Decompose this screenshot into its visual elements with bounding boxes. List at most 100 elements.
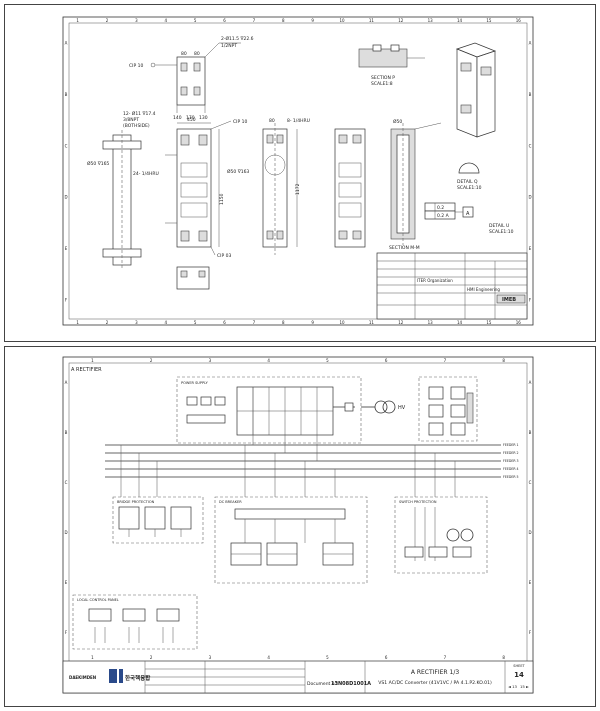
tolerance-value-1: 0.2 (437, 205, 444, 211)
right-side-view (334, 128, 366, 248)
mechanical-drawing-svg: 1122334455667788991010111112121313141415… (62, 16, 534, 326)
border-number-top: 1 (76, 18, 79, 23)
feeder-label: FEEDER 1 (503, 443, 519, 447)
section-p-view (358, 44, 425, 68)
border-number-bottom: 10 (340, 320, 346, 325)
row-letter-left: E (65, 580, 68, 585)
dim-hole-spec2: 12- Ø11 ∇17.4 (123, 110, 156, 117)
switch-protection-label: SWITCH PROTECTION (399, 500, 437, 504)
border-number-top: 14 (457, 18, 463, 23)
border-number-bottom: 9 (311, 320, 314, 325)
local-control-label: LOCAL CONTROL PANEL (77, 598, 119, 602)
logo-korean: 한국핵융합 (125, 674, 150, 682)
border-number-top: 12 (398, 18, 404, 23)
column-number-bottom: 2 (150, 655, 153, 660)
border-letter-left: F (65, 297, 68, 302)
border-number-top: 2 (106, 18, 109, 23)
dc-breaker-label: DC BREAKER (219, 500, 242, 504)
detail-u-title: DETAIL U (489, 223, 509, 229)
left-side-view (102, 130, 142, 270)
column-number-bottom: 3 (209, 655, 212, 660)
isometric-view (455, 42, 497, 138)
section-mm-view (390, 122, 442, 245)
tolerance-frame (424, 202, 474, 220)
dim-hole-spec: 2-Ø11.5 ∇22.6 (221, 35, 254, 42)
sheet-nav-prev[interactable]: ◄ 13 (508, 684, 518, 689)
row-letter-left: D (64, 530, 67, 535)
border-number-top: 11 (369, 18, 375, 23)
row-letter-right: E (529, 580, 532, 585)
border-number-top: 7 (253, 18, 256, 23)
row-letter-right: A (529, 380, 532, 385)
tolerance-value-2: 0.2 A (437, 213, 450, 219)
row-letter-left: F (65, 630, 68, 635)
column-number-bottom: 5 (326, 655, 329, 660)
dim-1150: 1150 (219, 193, 225, 205)
border-number-bottom: 7 (253, 320, 256, 325)
column-number-bottom: 7 (444, 655, 447, 660)
border-number-top: 16 (516, 18, 522, 23)
dim-24hru: 24- 1/4HRU (133, 171, 159, 177)
document-label: Document n°: (307, 681, 338, 687)
feeder-label: FEEDER 2 (503, 451, 519, 455)
drawing-frame (62, 16, 534, 326)
column-number-top: 6 (385, 358, 388, 363)
border-letter-right: C (529, 143, 532, 148)
column-number-bottom: 6 (385, 655, 388, 660)
row-letter-left: C (65, 480, 68, 485)
dim-130: 130 (199, 115, 208, 121)
hv-label: HV (398, 405, 406, 411)
power-supply-label: POWER SUPPLY (181, 381, 209, 385)
document-number: 13N08D1001A (331, 681, 371, 687)
border-number-bottom: 13 (428, 320, 434, 325)
border-letter-left: A (65, 41, 68, 46)
border-number-top: 3 (135, 18, 138, 23)
bridge-protection-label: BRIDGE PROTECTION (117, 500, 155, 504)
sheet-nav-next[interactable]: 15 ► (520, 684, 529, 689)
switch-protection-block (394, 496, 488, 574)
row-letter-right: D (528, 530, 531, 535)
dim-80b: 80 (194, 51, 200, 57)
column-number-top: 8 (502, 358, 505, 363)
border-number-bottom: 8 (282, 320, 285, 325)
border-number-bottom: 6 (223, 320, 226, 325)
column-number-top: 7 (444, 358, 447, 363)
dim-phi50-165: Ø50 ∇165 (87, 160, 109, 167)
dim-80a: 80 (181, 51, 187, 57)
section-p-title: SECTION P (371, 75, 395, 81)
row-letter-right: F (529, 630, 532, 635)
feeder-label: FEEDER 5 (503, 475, 519, 479)
section-p-scale: SCALE1:8 (371, 81, 393, 87)
border-number-bottom: 4 (165, 320, 168, 325)
dim-1172: 1172 (295, 183, 301, 195)
top-logo-text: IMEB (502, 297, 516, 303)
border-number-top: 5 (194, 18, 197, 23)
detail-u-scale: SCALE1:10 (489, 229, 514, 235)
top-title-block (376, 252, 528, 320)
middle-side-view (262, 123, 298, 255)
row-letter-left: A (65, 380, 68, 385)
dim-170: 170 (186, 115, 195, 121)
border-number-top: 15 (486, 18, 492, 23)
border-number-bottom: 15 (486, 320, 492, 325)
border-number-bottom: 2 (106, 320, 109, 325)
datum-label: A (466, 211, 470, 217)
logo-left: DAEKIMDEN (69, 675, 96, 680)
border-letter-left: D (64, 195, 67, 200)
dim-cap-label: CIP 10 (129, 63, 143, 69)
border-number-top: 4 (165, 18, 168, 23)
top-bracket-view (150, 42, 241, 113)
dim-80c: 80 (269, 118, 275, 124)
border-number-row: 1122334455667788991010111112121313141415… (76, 18, 521, 325)
sheet-label: SHEET (513, 664, 525, 668)
dim-bothside: (BOTHSIDE) (123, 123, 150, 129)
border-letter-left: B (65, 92, 68, 97)
border-letter-right: F (529, 297, 532, 302)
border-letter-left: C (65, 143, 68, 148)
border-letter-right: D (528, 195, 531, 200)
